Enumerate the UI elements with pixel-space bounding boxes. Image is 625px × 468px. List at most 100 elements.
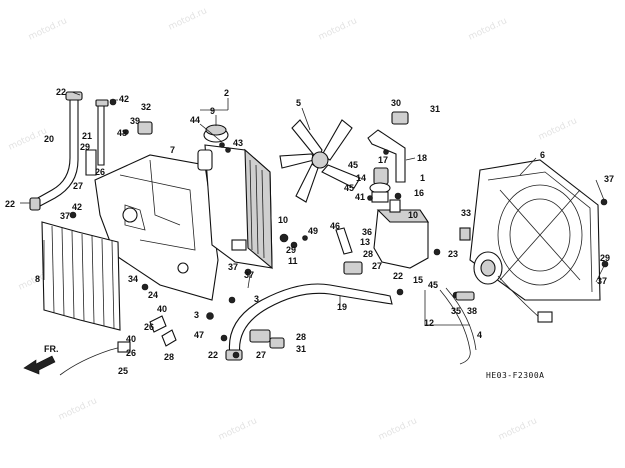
radiator-cap xyxy=(203,124,229,143)
callout-45: 45 xyxy=(344,183,354,193)
callout-11: 11 xyxy=(288,256,298,266)
callout-40: 40 xyxy=(126,334,136,344)
direction-label: FR. xyxy=(44,344,59,354)
callout-31: 31 xyxy=(430,104,440,114)
callout-37: 37 xyxy=(60,211,70,221)
callout-42: 42 xyxy=(119,94,129,104)
lower-hose-19 xyxy=(225,283,393,361)
callout-8: 8 xyxy=(35,274,40,284)
callout-12: 12 xyxy=(424,318,434,328)
callout-3: 3 xyxy=(194,310,199,320)
callout-10: 10 xyxy=(408,210,418,220)
watermark: motod.ru xyxy=(7,126,49,153)
callout-labels: 22 42 32 39 48 21 20 29 26 27 22 42 37 2… xyxy=(5,87,614,376)
callout-27: 27 xyxy=(372,261,382,271)
sensor-parts xyxy=(59,315,177,376)
callout-28: 28 xyxy=(164,352,174,362)
callout-29: 29 xyxy=(80,142,90,152)
watermark: motod.ru xyxy=(497,416,539,443)
watermark: motod.ru xyxy=(537,116,579,143)
callout-27: 27 xyxy=(256,350,266,360)
callout-9: 9 xyxy=(210,106,215,116)
watermark: motod.ru xyxy=(57,396,99,423)
diagram-code: HE03-F2300A xyxy=(486,371,544,380)
callout-45: 45 xyxy=(428,280,438,290)
callout-27: 27 xyxy=(73,181,83,191)
watermark: motod.ru xyxy=(317,16,359,43)
callout-31: 31 xyxy=(296,344,306,354)
callout-14: 14 xyxy=(356,173,366,183)
radiator-core xyxy=(197,144,273,270)
callout-39: 39 xyxy=(130,116,140,126)
callout-28: 28 xyxy=(296,332,306,342)
hose-46 xyxy=(335,227,353,255)
callout-10: 10 xyxy=(278,215,288,225)
callout-22: 22 xyxy=(56,87,66,97)
callout-36: 36 xyxy=(362,227,372,237)
callout-42: 42 xyxy=(72,202,82,212)
callout-26: 26 xyxy=(144,322,154,332)
callout-26: 26 xyxy=(126,348,136,358)
callout-19: 19 xyxy=(337,302,347,312)
callout-23: 23 xyxy=(448,249,458,259)
watermark: motod.ru xyxy=(377,416,419,443)
leader-lines xyxy=(20,91,605,326)
callout-20: 20 xyxy=(44,134,54,144)
callout-44: 44 xyxy=(190,115,200,125)
callout-13: 13 xyxy=(360,237,370,247)
callout-34: 34 xyxy=(128,274,138,284)
radiator-shroud xyxy=(94,154,219,301)
thermostat-hose xyxy=(367,129,406,203)
callout-46: 46 xyxy=(330,221,340,231)
callout-29: 29 xyxy=(600,253,610,263)
callout-4: 4 xyxy=(477,330,482,340)
callout-25: 25 xyxy=(118,366,128,376)
callout-17: 17 xyxy=(378,155,388,165)
callout-30: 30 xyxy=(391,98,401,108)
callout-37: 37 xyxy=(228,262,238,272)
callout-32: 32 xyxy=(141,102,151,112)
hose-21 xyxy=(85,99,109,176)
callout-26: 26 xyxy=(95,167,105,177)
callout-6: 6 xyxy=(540,150,545,160)
callout-24: 24 xyxy=(148,290,158,300)
callout-15: 15 xyxy=(413,275,423,285)
reserve-tank xyxy=(373,199,430,269)
callout-22: 22 xyxy=(393,271,403,281)
watermark: motod.ru xyxy=(167,6,209,33)
callout-48: 48 xyxy=(117,128,127,138)
callout-1: 1 xyxy=(420,173,425,183)
watermark: motod.ru xyxy=(217,416,259,443)
callout-7: 7 xyxy=(170,145,175,155)
callout-18: 18 xyxy=(417,153,427,163)
callout-43: 43 xyxy=(233,138,243,148)
callout-22: 22 xyxy=(208,350,218,360)
callout-41: 41 xyxy=(355,192,365,202)
callout-40: 40 xyxy=(157,304,167,314)
callout-38: 38 xyxy=(467,306,477,316)
overflow-tube xyxy=(439,287,477,365)
callout-45: 45 xyxy=(348,160,358,170)
upper-hose-20 xyxy=(29,91,83,211)
callout-16: 16 xyxy=(414,188,424,198)
callout-3: 3 xyxy=(254,294,259,304)
callout-49: 49 xyxy=(308,226,318,236)
callout-35: 35 xyxy=(451,306,461,316)
callout-2: 2 xyxy=(224,88,229,98)
callout-37: 37 xyxy=(597,276,607,286)
front-direction-indicator: FR. xyxy=(23,344,59,375)
callout-28: 28 xyxy=(363,249,373,259)
watermark: motod.ru xyxy=(27,16,69,43)
callout-47: 47 xyxy=(194,330,204,340)
callout-22: 22 xyxy=(5,199,15,209)
callout-37: 37 xyxy=(604,174,614,184)
fan-motor xyxy=(473,251,553,323)
callout-33: 33 xyxy=(461,208,471,218)
fan-shroud xyxy=(469,159,601,301)
watermark: motod.ru xyxy=(467,16,509,43)
callout-5: 5 xyxy=(296,98,301,108)
cooling-fan xyxy=(279,119,361,203)
callout-29: 29 xyxy=(286,245,296,255)
